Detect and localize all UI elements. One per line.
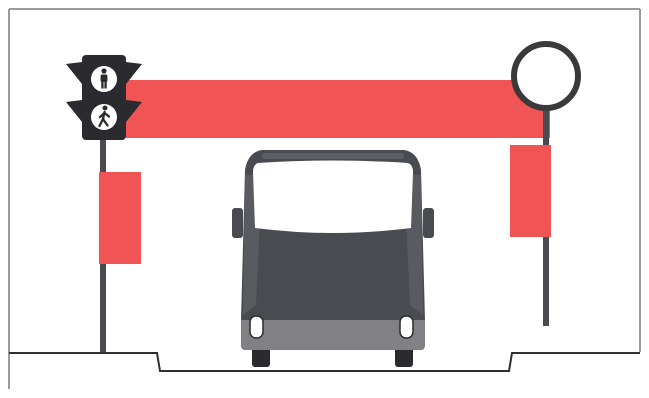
no-vehicles-sign bbox=[514, 44, 578, 108]
bus-left-headlight bbox=[250, 316, 263, 338]
bus-roof-strip bbox=[262, 153, 404, 159]
highlight-right-box bbox=[510, 145, 551, 237]
traffic-light-flap bbox=[66, 62, 82, 84]
road-sign bbox=[514, 44, 578, 108]
bus-right-headlight bbox=[400, 316, 413, 338]
bus-right-mirror bbox=[423, 208, 434, 238]
highlight-left-box bbox=[99, 172, 141, 264]
highlight-band-horizontal bbox=[120, 80, 550, 138]
bus-left-mirror bbox=[232, 208, 243, 238]
road-curb-outline bbox=[9, 353, 640, 371]
bus-windshield bbox=[253, 161, 413, 234]
bus bbox=[232, 150, 434, 367]
bus-lower-panel bbox=[241, 320, 425, 350]
traffic-light-flap bbox=[66, 100, 82, 122]
